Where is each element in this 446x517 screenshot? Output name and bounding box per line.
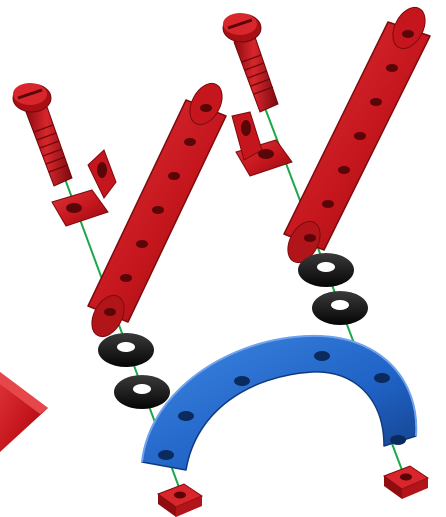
- left-washer-upper: [98, 333, 154, 367]
- right-angle-bracket: [232, 112, 292, 176]
- right-square-nut: [384, 466, 428, 499]
- right-washer-upper: [298, 253, 354, 287]
- left-screw: [13, 83, 72, 186]
- right-screw: [223, 13, 278, 112]
- right-washer-lower: [312, 291, 368, 325]
- left-washer-lower: [114, 375, 170, 409]
- red-wedge-partial: [0, 372, 48, 452]
- blue-curved-strip: [142, 336, 416, 470]
- left-square-nut: [158, 484, 202, 517]
- right-perforated-strip: [281, 2, 431, 268]
